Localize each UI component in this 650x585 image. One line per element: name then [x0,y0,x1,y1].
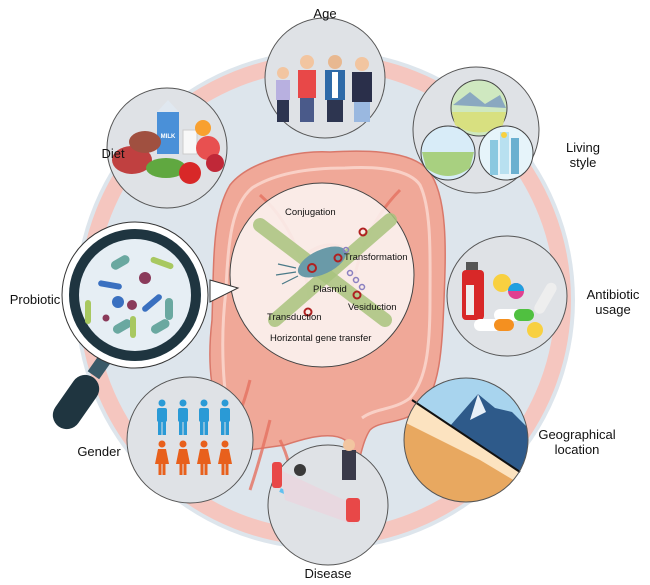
label-antibiotic-line1: Antibiotic [586,287,640,302]
female-figure-icon [218,440,232,475]
label-living-style-line2: style [569,155,597,170]
label-transformation: Transformation [344,252,408,263]
hgt-circle [229,182,415,368]
label-geographical-location: Geographical location [532,427,622,457]
living-style-circle [412,66,540,194]
label-disease: Disease [304,566,352,581]
label-geographical-line1: Geographical [538,427,616,442]
label-probiotic: Probiotic [9,292,61,307]
label-gender: Gender [77,444,121,459]
female-figure-icon [197,440,211,475]
people-ages-icon [276,55,372,122]
label-conjugation: Conjugation [285,207,336,218]
label-plasmid: Plasmid [313,284,347,295]
label-horizontal-gene-transfer: Horizontal gene transfer [270,333,372,344]
hospital-bed-icon [272,439,360,525]
probiotic-magnifier [52,221,240,430]
male-figure-icon [199,399,209,435]
food-icon [112,100,224,184]
label-antibiotic-line2: usage [595,302,631,317]
male-figure-icon [178,399,188,435]
label-living-style-line1: Living [566,140,600,155]
label-transduction: Transduction [267,312,322,323]
milk-label: MILK [161,134,176,140]
label-age: Age [313,6,337,21]
age-circle [264,17,386,139]
magnifier-handle [52,374,100,430]
label-antibiotic-usage: Antibiotic usage [578,287,648,317]
disease-circle [267,439,389,566]
antibiotic-circle [446,235,568,357]
pills-icon [462,262,557,338]
male-figure-icon [220,399,230,435]
label-living-style: Living style [558,140,608,170]
label-diet: Diet [101,146,125,161]
female-figure-icon [155,440,169,475]
gender-circle [126,376,254,504]
geographical-circle [403,377,529,503]
female-figure-icon [176,440,190,475]
diet-circle: MILK [106,87,228,209]
label-geographical-line2: location [554,442,600,457]
label-vesiduction: Vesiduction [348,302,397,313]
male-figure-icon [157,399,167,435]
